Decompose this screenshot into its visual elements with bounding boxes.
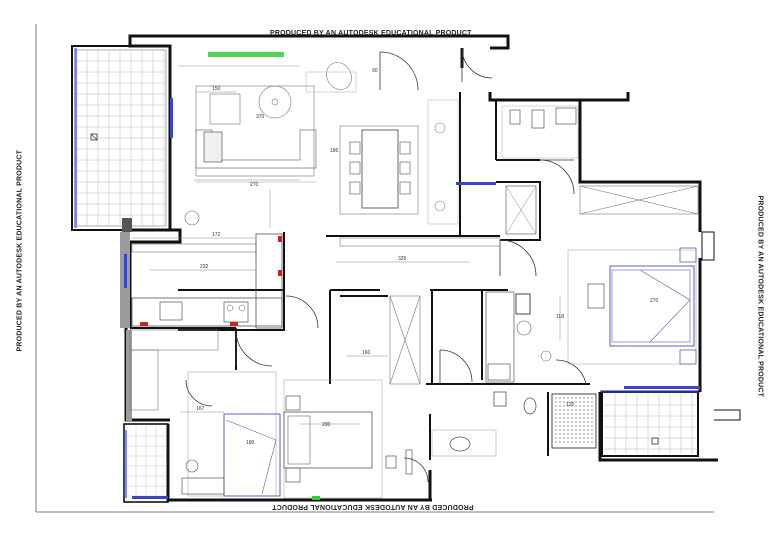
dim-bed3-bed: 200 (322, 422, 331, 428)
dim-master-bed: 270 (650, 298, 659, 304)
dim-dining-table: 90 (372, 68, 378, 74)
windows (124, 98, 700, 499)
watermark-left: PRODUCED BY AN AUTODESK EDUCATIONAL PROD… (16, 149, 24, 352)
doors (185, 47, 587, 483)
outer-walls (124, 34, 718, 502)
dim-bed2-width: 167 (196, 406, 205, 412)
balcony-bottom-left (123, 423, 169, 503)
dim-living-depth: 370 (256, 114, 265, 120)
dim-dining-len: 186 (330, 148, 339, 154)
balcony-left (71, 45, 171, 231)
dim-master-side: 118 (556, 314, 564, 320)
bedroom-2 (181, 371, 281, 497)
right-edge-mark (714, 409, 741, 421)
dim-kitchen-top: 172 (212, 232, 221, 238)
living-room (178, 52, 357, 226)
kitchen (131, 233, 283, 329)
dim-corridor: 335 (398, 256, 407, 262)
wc-top (501, 105, 579, 235)
bathroom-centre (485, 291, 552, 383)
dim-bath-width: 120 (566, 402, 575, 408)
column-left-lower (126, 330, 132, 422)
wardrobes (129, 185, 699, 411)
dim-living-sofa: 150 (212, 86, 221, 92)
bathroom-bottom (431, 391, 597, 457)
column-stub (122, 218, 132, 232)
master-bedroom (567, 231, 715, 365)
watermark-top: PRODUCED BY AN AUTODESK EDUCATIONAL PROD… (270, 30, 472, 37)
watermark-right: PRODUCED BY AN AUTODESK EDUCATIONAL PROD… (756, 195, 764, 398)
dim-bed2-bed: 180 (246, 440, 255, 446)
dim-bed3-side: 160 (362, 350, 371, 356)
balcony-right (600, 390, 700, 457)
watermark-bottom: PRODUCED BY AN AUTODESK EDUCATIONAL PROD… (272, 503, 474, 510)
dim-kitchen-mid: 232 (200, 264, 209, 270)
dining-area (339, 99, 459, 225)
dimension-lines (132, 91, 561, 425)
bedroom-3 (283, 379, 413, 500)
dim-living-width: 270 (250, 182, 259, 188)
